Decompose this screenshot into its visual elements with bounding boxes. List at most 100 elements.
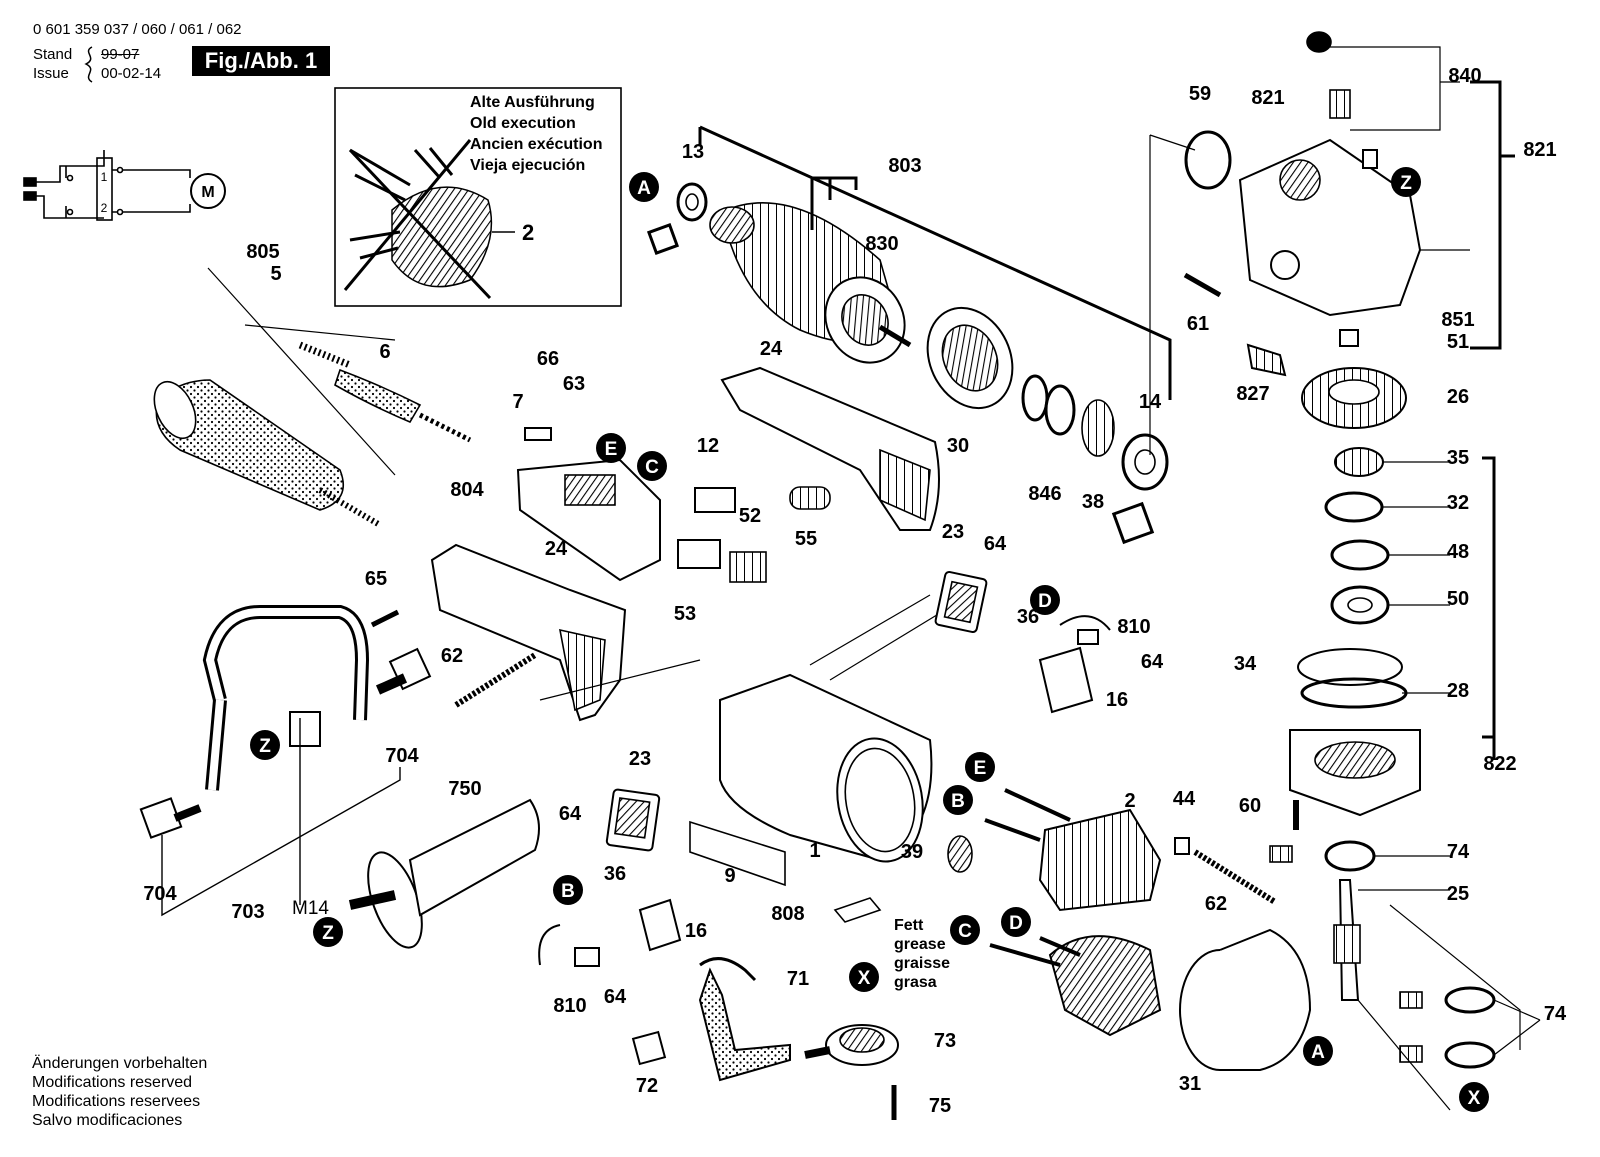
marker-letter: A [637,178,651,199]
suppressor-52 [729,551,767,583]
spring-clip-55 [789,486,831,510]
brush-holder-16-top [1038,646,1094,714]
grease-note-es: grasa [894,974,937,991]
marker-circle [943,785,973,815]
part-callout-23-42: 23 [942,521,964,543]
marker-letter: D [1009,913,1023,934]
seal-74-a [1444,986,1496,1014]
bearing-14 [1121,433,1169,491]
inset-part-number: 2 [522,220,534,245]
part-callout-62-17: 62 [441,645,463,667]
part-callout-52-12: 52 [739,505,761,527]
marker-circle [629,172,659,202]
connection-marker-z-3: Z [1391,167,1421,197]
part-callout-64-53: 64 [559,803,582,825]
gear-head-housing [1238,138,1422,317]
part-callout-35-31: 35 [1447,447,1469,469]
part-callout-66-6: 66 [537,348,559,370]
old-execution-inset: 2 [334,87,622,307]
part-callout-13-0: 13 [682,141,704,163]
part-callout-30-18: 30 [947,435,969,457]
screw-61 [1183,272,1222,298]
clip-44 [1174,837,1190,855]
part-callout-808-56: 808 [771,903,804,925]
part-callout-821-25: 821 [1523,139,1556,161]
marker-letter: Z [1400,173,1412,194]
fan-30 [926,306,1014,410]
part-callout-805-3: 805 [246,241,279,263]
part-callout-23-52: 23 [629,748,651,770]
part-callout-822-37: 822 [1483,753,1516,775]
marker-letter: X [1468,1088,1481,1109]
old-field-coil [349,147,493,288]
part-callout-830-2: 830 [865,233,898,255]
handle-shell-upper [720,366,940,531]
part-callout-36-57: 36 [604,863,626,885]
footer-notice-en: Modifications reserved [32,1074,193,1091]
part-callout-36-44: 36 [1017,606,1039,628]
switch-lever [694,487,736,513]
screw-72 [631,1030,667,1066]
carbon-brush-810-bottom [538,924,561,966]
part-callout-64-60: 64 [604,986,627,1008]
part-callout-48-33: 48 [1447,541,1469,563]
schematic-terminal-1: 1 [101,170,108,184]
part-callout-12-10: 12 [697,435,719,457]
part-callout-704-49: 704 [143,883,177,905]
part-callout-55-13: 55 [795,528,817,550]
field-coil-2 [1038,808,1162,912]
connection-marker-c-2: C [637,451,667,481]
part-callout-16-58: 16 [685,920,707,942]
air-guide-31 [1179,928,1312,1071]
connection-marker-b-8: B [943,785,973,815]
side-handle-750 [348,798,540,949]
part-callout-16-47: 16 [1106,689,1128,711]
part-callout-26-30: 26 [1447,386,1469,408]
inset-caption-fr: Ancien exécution [470,136,603,153]
handle-shell-lower [430,543,627,722]
old-revision-date: 99-07 [101,46,140,63]
marker-letter: Z [322,923,334,944]
part-callout-74-39: 74 [1447,841,1470,863]
bolt-704-left [139,797,202,839]
part-callout-840-24: 840 [1448,65,1481,87]
parts-drawing [139,31,1496,1120]
part-callout-73-63: 73 [934,1030,956,1052]
marker-circle [1001,907,1031,937]
footer-notice-fr: Modifications reservees [32,1093,201,1110]
inset-caption-en: Old execution [470,115,576,132]
seal-74-top [1324,840,1376,872]
part-callout-1-54: 1 [809,840,820,862]
power-cable [153,341,472,528]
footer-notice: Änderungen vorbehalten Modifications res… [32,1054,207,1130]
wiring-schematic [23,150,226,221]
switch-assembly [516,427,661,582]
marker-circle [950,915,980,945]
part-callout-810-59: 810 [553,995,586,1017]
loop-handle-703 [202,605,370,791]
marker-circle [849,962,879,992]
dust-guard-71 [698,967,791,1082]
part-callout-75-64: 75 [929,1095,951,1117]
hose-connector-73 [804,1024,899,1066]
marker-circle [1391,167,1421,197]
marker-circle [250,730,280,760]
connection-marker-d-11: D [1001,907,1031,937]
marker-letter: Z [259,736,271,757]
bearing-flange [1289,729,1421,817]
o-ring-28 [1300,677,1408,709]
part-callout-28-36: 28 [1447,680,1469,702]
bearing-ring-32 [1324,491,1384,523]
part-number-list: 0 601 359 037 / 060 / 061 / 062 [33,21,242,38]
part-callout-750-51: 750 [448,778,481,800]
inset-caption-es: Vieja ejecución [470,157,586,174]
armature-cap [646,222,680,256]
bolt-704-right [375,647,432,695]
issue-date: 00-02-14 [101,65,162,82]
marker-circle [1303,1036,1333,1066]
part-callout-24-9: 24 [760,338,783,360]
part-callout-50-34: 50 [1447,588,1469,610]
marker-circle [596,433,626,463]
clamp-71 [699,957,757,982]
